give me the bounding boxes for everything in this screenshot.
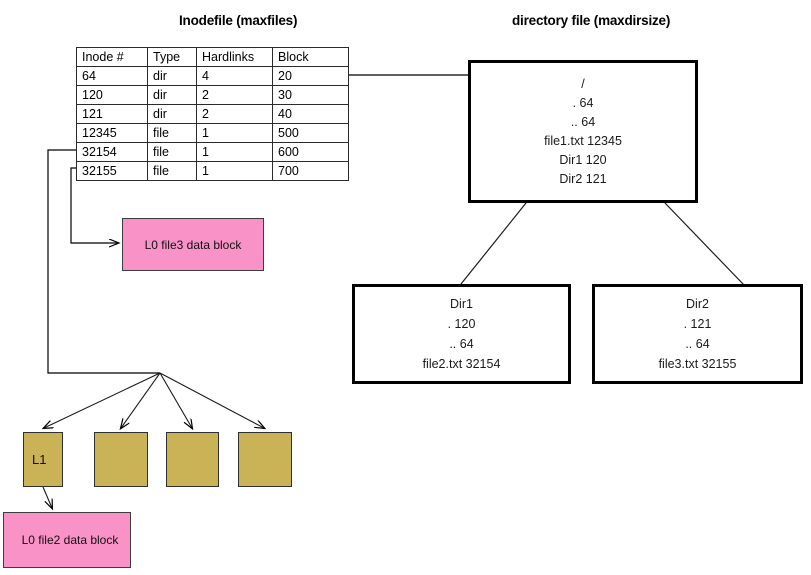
cell-type: file [147, 161, 197, 181]
indirect-block-2 [94, 432, 148, 487]
root-dir-entry-file1: file1.txt 12345 [544, 133, 622, 148]
indirect-block-l1: L1 [23, 432, 63, 487]
cell-block: 30 [272, 85, 349, 105]
table-row: 32154 file 1 600 [76, 142, 349, 162]
indirect-block-4 [238, 432, 292, 487]
cell-inode-number: 32155 [76, 161, 148, 181]
wire-indirect-to-block-2 [121, 372, 161, 428]
dir2-entry-dot: . 121 [683, 316, 712, 331]
cell-block: 600 [272, 142, 349, 162]
wire-rootdir-to-dir1 [460, 202, 527, 285]
dir1-entry-dot: . 120 [447, 316, 476, 331]
indirect-block-3 [166, 432, 219, 487]
cell-type: file [147, 123, 197, 143]
wire-indirect-to-block-1 [44, 372, 161, 428]
cell-hardlinks: 1 [196, 161, 273, 181]
dir1-entry-file2: file2.txt 32154 [422, 357, 501, 372]
cell-hardlinks: 2 [196, 85, 273, 105]
column-header-type: Type [147, 47, 197, 67]
cell-block: 500 [272, 123, 349, 143]
cell-inode-number: 12345 [76, 123, 148, 143]
root-directory-box: / . 64 .. 64 file1.txt 12345 Dir1 120 Di… [468, 60, 698, 203]
cell-type: file [147, 142, 197, 162]
cell-block: 20 [272, 66, 349, 86]
dir1-directory-box: Dir1 . 120 .. 64 file2.txt 32154 [352, 284, 571, 384]
l0-file2-data-block: L0 file2 data block [3, 512, 131, 568]
cell-block: 40 [272, 104, 349, 124]
l0-file3-label: L0 file3 data block [144, 237, 242, 252]
root-dir-entry-dot: . 64 [572, 95, 594, 110]
wire-indirect-to-block-4 [159, 372, 264, 428]
page-title-directory-file: directory file (maxdirsize) [512, 13, 671, 28]
column-header-inode-number: Inode # [76, 47, 148, 67]
wire-rootdir-to-dir2 [664, 202, 745, 286]
cell-inode-number: 32154 [76, 142, 148, 162]
dir2-entry-name: Dir2 [686, 296, 709, 311]
table-row: 121 dir 2 40 [76, 104, 349, 124]
cell-inode-number: 64 [76, 66, 148, 86]
indirect-block-1-label: L1 [32, 452, 47, 467]
column-header-hardlinks: Hardlinks [196, 47, 273, 67]
table-row: 64 dir 4 20 [76, 66, 349, 86]
root-dir-entry-dotdot: .. 64 [570, 114, 596, 129]
root-dir-entry-root: / [581, 76, 585, 91]
cell-type: dir [147, 85, 197, 105]
table-header-row: Inode # Type Hardlinks Block [76, 47, 349, 67]
dir1-entry-dotdot: .. 64 [449, 337, 474, 351]
table-row: 120 dir 2 30 [76, 85, 349, 105]
table-row: 12345 file 1 500 [76, 123, 349, 143]
cell-hardlinks: 2 [196, 104, 273, 124]
l0-file3-data-block: L0 file3 data block [122, 218, 264, 271]
root-dir-entry-dir1: Dir1 120 [559, 152, 607, 167]
cell-type: dir [147, 104, 197, 124]
cell-hardlinks: 1 [196, 123, 273, 143]
cell-inode-number: 120 [76, 85, 148, 105]
table-row: 32155 file 1 700 [76, 161, 349, 181]
page-title-inodefile: Inodefile (maxfiles) [179, 13, 298, 28]
inode-table: Inode # Type Hardlinks Block 64 dir 4 20… [76, 47, 349, 181]
cell-type: dir [147, 66, 197, 86]
dir2-entry-file3: file3.txt 32155 [658, 357, 737, 372]
dir2-directory-box: Dir2 . 121 .. 64 file3.txt 32155 [592, 284, 803, 384]
cell-hardlinks: 4 [196, 66, 273, 86]
l0-file2-label: L0 file2 data block [21, 533, 119, 547]
cell-inode-number: 121 [76, 104, 148, 124]
wire-l1-to-l0file2 [42, 486, 52, 508]
dir2-entry-dotdot: .. 64 [685, 337, 710, 351]
root-dir-entry-dir2: Dir2 121 [559, 171, 607, 186]
wire-indirect-to-block-3 [159, 372, 192, 428]
dir1-entry-name: Dir1 [450, 296, 473, 311]
cell-block: 700 [272, 161, 349, 181]
column-header-block: Block [272, 47, 349, 67]
cell-hardlinks: 1 [196, 142, 273, 162]
